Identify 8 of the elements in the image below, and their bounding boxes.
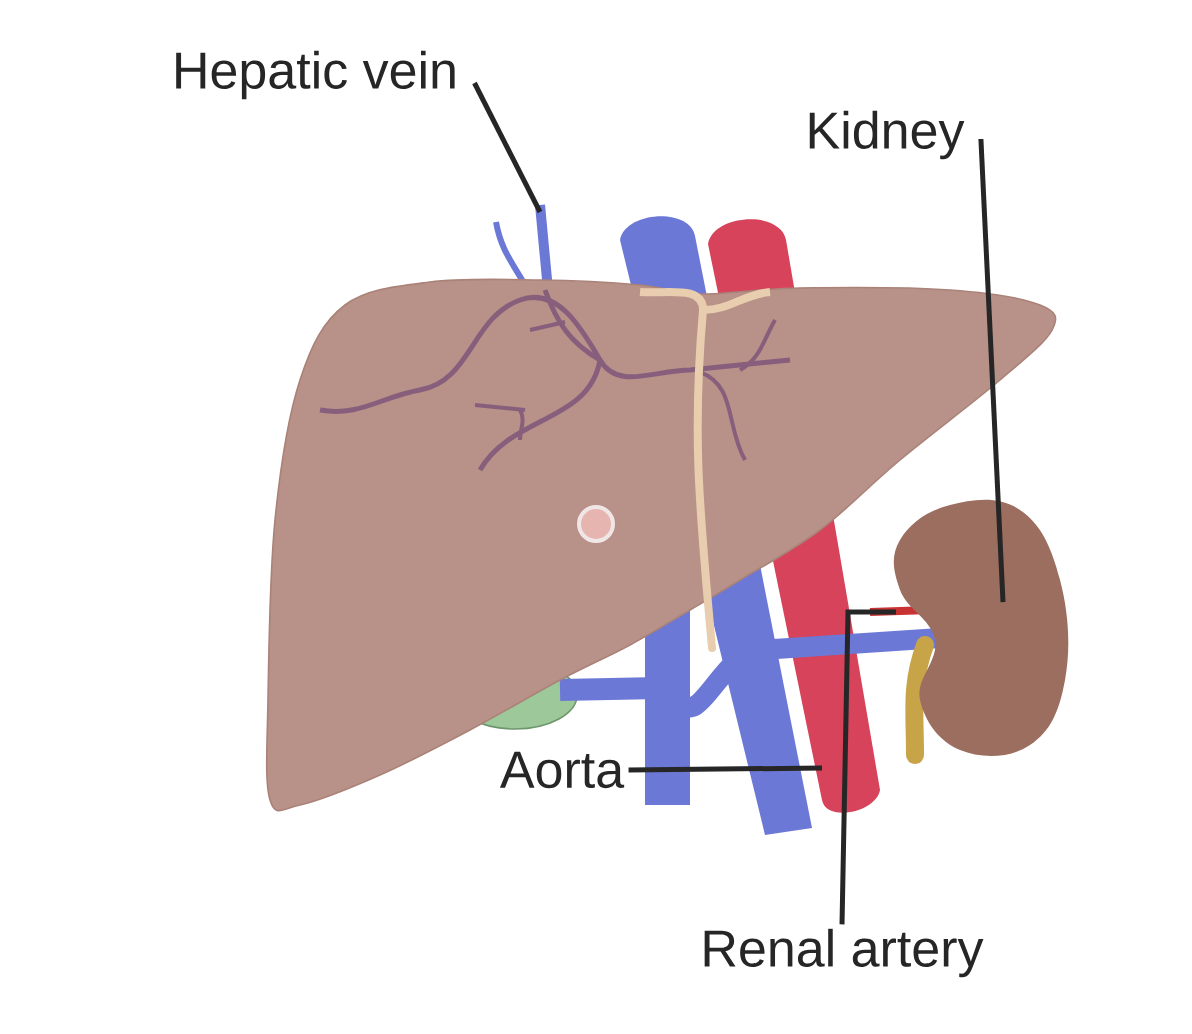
- leader-line: [978, 138, 1006, 603]
- label-text: Aorta: [499, 751, 625, 789]
- leader-line: [839, 609, 896, 925]
- leader-line: [472, 81, 543, 214]
- label-text: Kidney: [809, 110, 965, 160]
- leader-line: [628, 765, 823, 773]
- label-text: Hepatic vein: [176, 50, 455, 100]
- label-text: Renal artery: [704, 928, 984, 978]
